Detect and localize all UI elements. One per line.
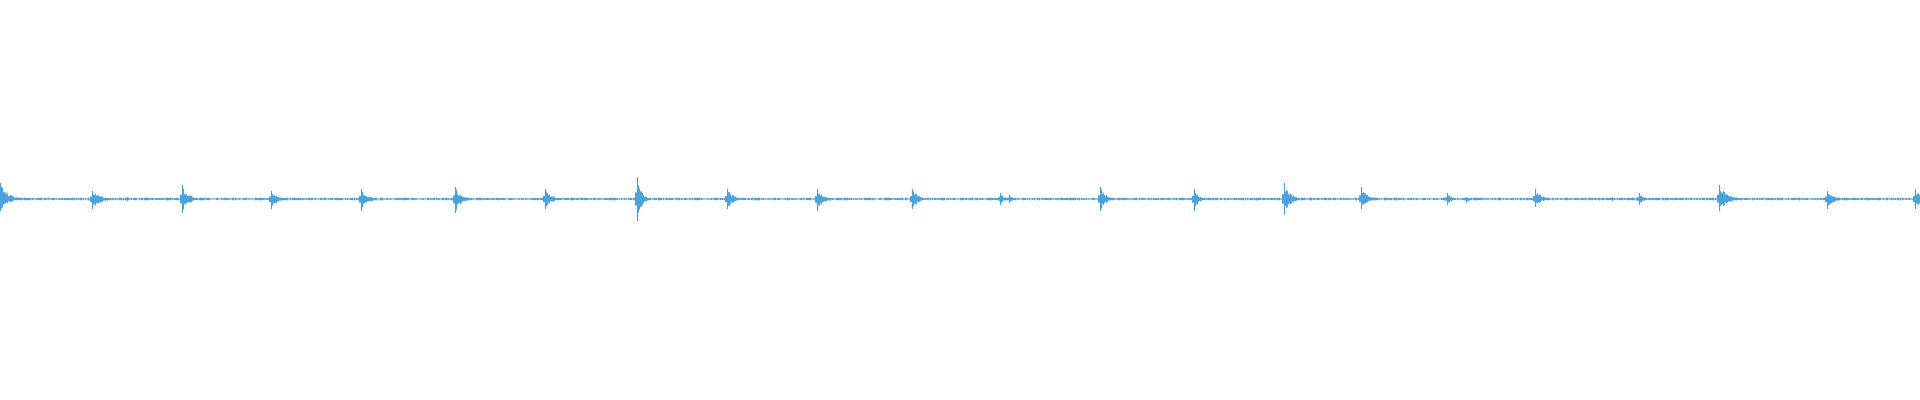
waveform-trace: [0, 177, 1920, 221]
waveform-samples: [0, 177, 1920, 221]
